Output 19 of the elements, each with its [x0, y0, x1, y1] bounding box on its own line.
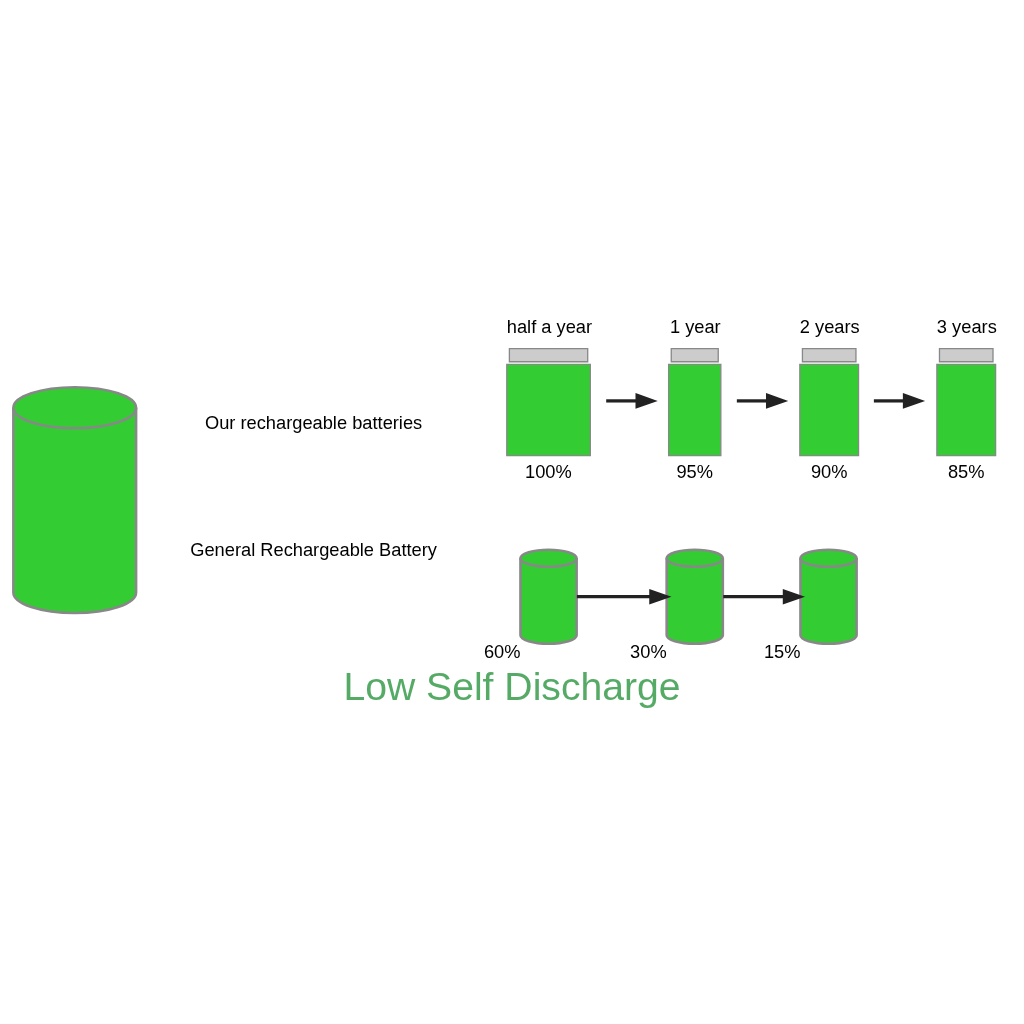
label: Our rechargeable batteries: [204, 411, 423, 433]
arrow: [873, 392, 926, 409]
node-label: 60%: [483, 640, 521, 662]
node-label: 85%: [947, 460, 985, 482]
node-label: 95%: [676, 460, 714, 482]
node-label: 30%: [630, 640, 667, 662]
arrow: [736, 392, 789, 409]
label: General Rechargeable Battery: [190, 538, 437, 560]
node-label: half a year: [506, 315, 593, 337]
diagram-title: Low Self Discharge: [343, 664, 681, 708]
arrow: [723, 588, 805, 604]
node-label: 90%: [810, 460, 848, 482]
node-label: 3 years: [936, 315, 997, 337]
arrow: [576, 588, 672, 604]
arrow: [606, 392, 658, 409]
node-label: 100%: [525, 460, 572, 482]
node-label: 2 years: [799, 315, 860, 337]
node-label: 1 year: [669, 315, 721, 337]
node-label: 15%: [763, 640, 801, 662]
